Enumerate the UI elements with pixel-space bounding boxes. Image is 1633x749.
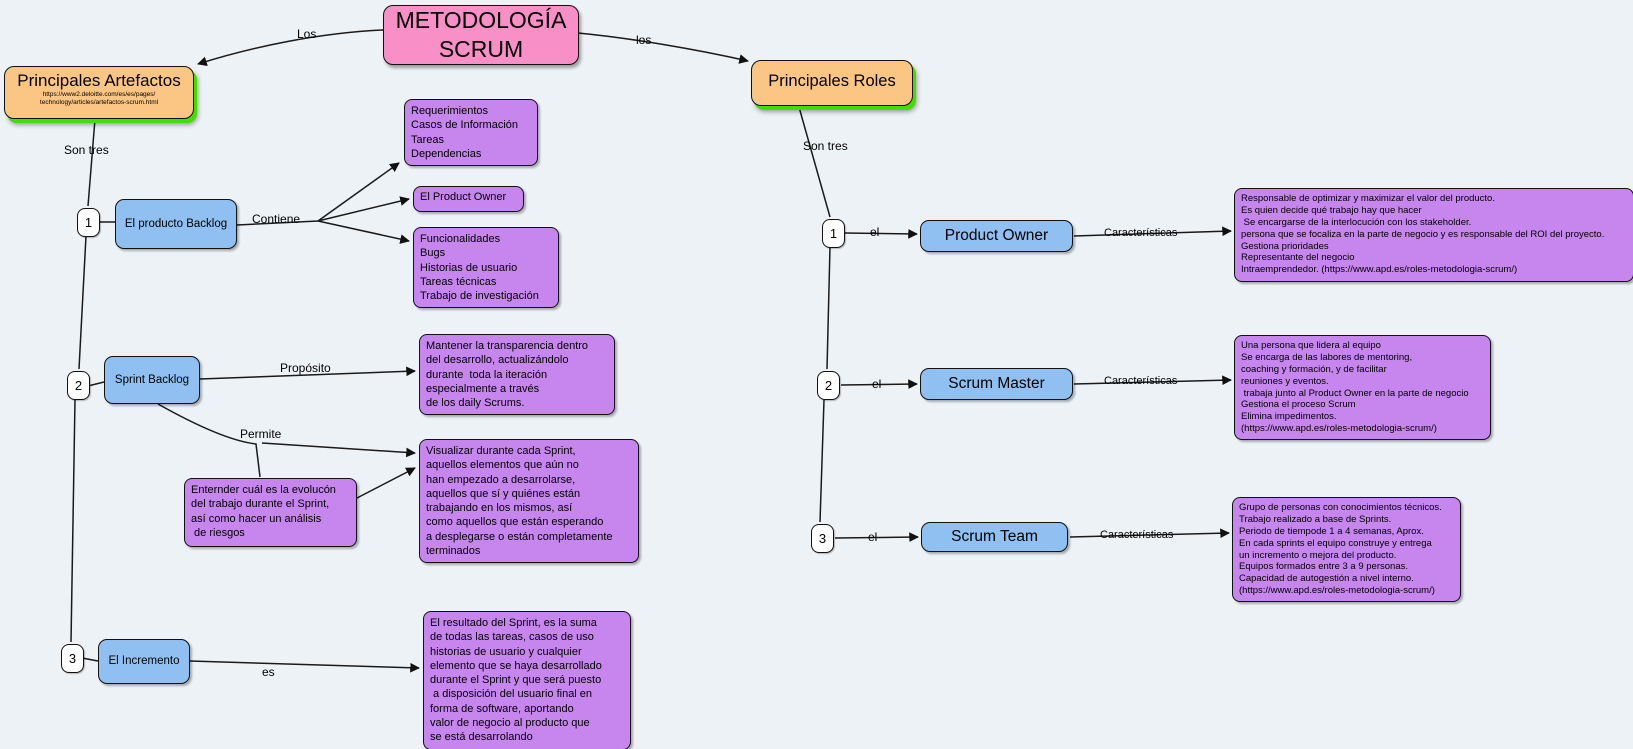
- edge-num1-num2-right: [826, 246, 831, 370]
- edge-contiene-stem: [236, 220, 319, 226]
- edge-label-el-2: el: [872, 377, 882, 391]
- title-node: METODOLOGÍA SCRUM: [383, 5, 579, 65]
- edge-title-artefactos: [197, 29, 384, 67]
- edge-label-proposito: Propósito: [280, 361, 331, 375]
- edge-label-es: es: [262, 665, 275, 679]
- artefactos-category-node: Principales Artefactos https://www2.delo…: [4, 66, 194, 119]
- node-product-owner: Product Owner: [920, 220, 1073, 252]
- artefactos-title: Principales Artefactos: [17, 71, 181, 90]
- node-sprint-backlog: Sprint Backlog: [104, 356, 200, 404]
- rol-number-3: 3: [811, 524, 834, 553]
- detail-scrum-team-caracteristicas: Grupo de personas con conocimientos técn…: [1232, 497, 1461, 602]
- edge-permite-visualizar: [261, 442, 416, 458]
- edge-label-caracteristicas-2: Características: [1104, 375, 1178, 387]
- edge-num1-num2-left: [78, 235, 87, 370]
- edge-label-los-right: los: [636, 33, 652, 47]
- detail-backlog-contiene-3: Funcionalidades Bugs Historias de usuari…: [413, 227, 559, 309]
- roles-title: Principales Roles: [768, 72, 896, 90]
- artefacto-number-2: 2: [67, 371, 90, 400]
- edge-num2-num3-right: [819, 399, 825, 523]
- edge-incremento-es: [189, 660, 420, 673]
- detail-sprint-permite-entender: Enternder cuál es la evolucón del trabaj…: [184, 478, 357, 547]
- edge-label-caracteristicas-1: Características: [1104, 227, 1178, 239]
- detail-backlog-contiene-1: Requerimientos Casos de Información Tare…: [404, 99, 538, 167]
- node-producto-backlog: El producto Backlog: [115, 199, 237, 249]
- edge-proposito: [199, 366, 416, 380]
- edge-permite: [157, 403, 261, 478]
- title-label: METODOLOGÍA SCRUM: [395, 7, 567, 62]
- artefacto-number-1: 1: [77, 208, 100, 237]
- detail-incremento-es: El resultado del Sprint, es la suma de t…: [423, 611, 631, 749]
- detail-product-owner-caracteristicas: Responsable de optimizar y maximizar el …: [1234, 188, 1633, 282]
- edge-num3-incremento: [81, 657, 99, 662]
- edge-sm-caracteristicas: [1073, 375, 1232, 386]
- edge-entender-visualizar: [356, 467, 416, 499]
- node-scrum-master: Scrum Master: [920, 368, 1073, 400]
- edge-artefactos-son-tres: [87, 118, 96, 207]
- roles-category-node: Principales Roles: [751, 60, 913, 106]
- edge-po-caracteristicas: [1073, 226, 1232, 237]
- detail-scrum-master-caracteristicas: Una persona que lidera al equipo Se enca…: [1234, 335, 1491, 440]
- edge-num2-num3-left: [70, 399, 76, 643]
- edge-label-caracteristicas-3: Características: [1100, 529, 1174, 541]
- rol-number-1: 1: [822, 219, 845, 248]
- edge-label-el-1: el: [870, 225, 880, 239]
- node-scrum-team: Scrum Team: [921, 522, 1068, 552]
- edge-st-caracteristicas: [1069, 528, 1230, 539]
- edge-title-roles: [577, 32, 749, 64]
- edge-contiene-3: [317, 220, 410, 244]
- rol-number-2: 2: [817, 371, 840, 400]
- detail-backlog-contiene-2: El Product Owner: [413, 186, 524, 212]
- edge-num2-sprint-backlog: [87, 381, 105, 387]
- edge-label-los-left: Los: [297, 27, 317, 41]
- edge-contiene-1: [317, 162, 400, 222]
- edge-label-el-3: el: [868, 530, 878, 544]
- detail-sprint-proposito: Mantener la transparencia dentro del des…: [419, 334, 615, 416]
- edge-num1-product-owner: [844, 229, 918, 239]
- edge-contiene-2: [317, 196, 410, 222]
- edge-num3-scrum-team: [834, 532, 919, 542]
- edge-num2-scrum-master: [840, 379, 918, 389]
- edge-label-permite: Permite: [240, 427, 282, 441]
- edge-label-contiene: Contiene: [252, 212, 301, 226]
- edge-roles-son-tres: [798, 106, 831, 218]
- detail-sprint-permite-visualizar: Visualizar durante cada Sprint, aquellos…: [419, 439, 639, 564]
- artefactos-url: https://www2.deloitte.com/es/es/pages/ t…: [39, 91, 159, 106]
- edge-label-son-tres-right: Son tres: [803, 139, 848, 153]
- node-incremento: El Incremento: [98, 639, 190, 684]
- artefacto-number-3: 3: [61, 644, 84, 673]
- edge-label-son-tres-left: Son tres: [64, 143, 109, 157]
